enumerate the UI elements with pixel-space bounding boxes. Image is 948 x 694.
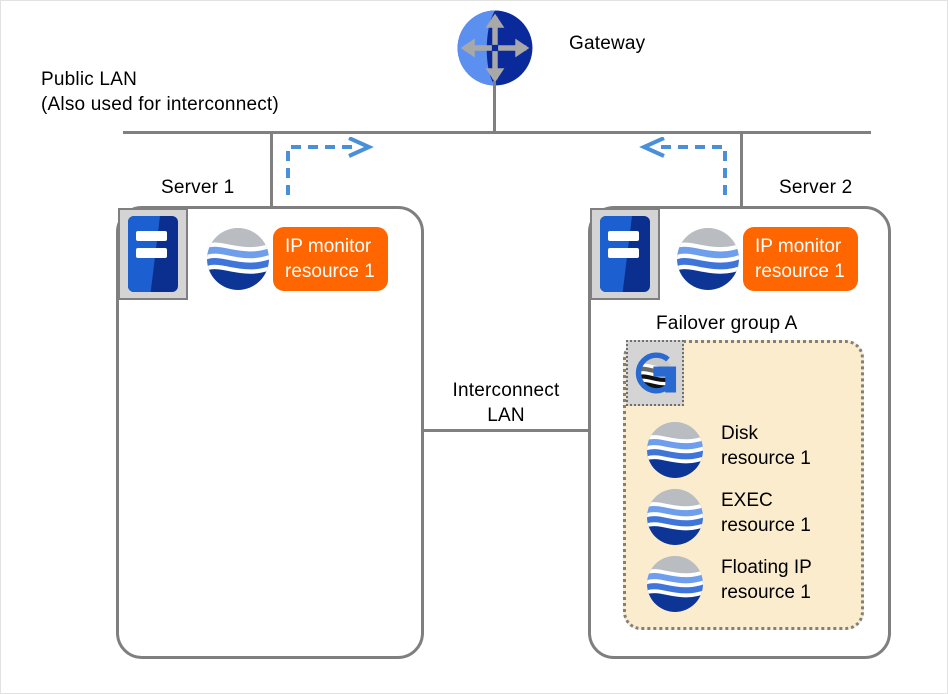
router-icon xyxy=(456,9,534,87)
interconnect-lan-label-line1: Interconnect xyxy=(452,380,560,401)
failover-resource-label-line2: resource 1 xyxy=(721,515,811,536)
server2-name-label: Server 2 xyxy=(779,177,853,198)
interconnect-lan-label-line2: LAN xyxy=(487,405,525,426)
failover-resource-label-line1: EXEC xyxy=(721,490,773,511)
failover-resource-label-line1: Disk xyxy=(721,423,758,444)
server1-ip-monitor-label-line2: resource 1 xyxy=(285,261,375,282)
server2-ip-monitor-label-line2: resource 1 xyxy=(755,261,845,282)
resource-sphere-icon xyxy=(647,422,703,478)
resource-sphere-icon xyxy=(647,489,703,545)
server-icon xyxy=(118,208,188,300)
server-icon xyxy=(590,208,660,300)
interconnect-lan-line xyxy=(423,429,591,432)
server2-ip-monitor-label-line1: IP monitor xyxy=(755,236,842,257)
public-lan-label-line1: Public LAN xyxy=(41,69,137,90)
failover-group-title: Failover group A xyxy=(656,313,798,334)
server2-bus-drop-line xyxy=(740,131,743,207)
server2-to-gateway-arrow xyxy=(635,137,730,199)
public-lan-bus xyxy=(123,131,871,134)
resource-sphere-icon xyxy=(207,228,269,290)
resource-sphere-icon xyxy=(647,556,703,612)
gateway-label: Gateway xyxy=(569,33,646,54)
server1-ip-monitor-badge: IP monitor resource 1 xyxy=(273,227,388,291)
server1-to-gateway-arrow xyxy=(283,137,378,199)
public-lan-label-line2: (Also used for interconnect) xyxy=(41,94,279,115)
failover-resource-label-line2: resource 1 xyxy=(721,582,811,603)
server1-name-label: Server 1 xyxy=(161,177,235,198)
group-g-logo-icon xyxy=(626,340,684,406)
server1-ip-monitor-label-line1: IP monitor xyxy=(285,236,372,257)
server2-ip-monitor-badge: IP monitor resource 1 xyxy=(743,227,858,291)
server1-bus-drop-line xyxy=(270,131,273,207)
resource-sphere-icon xyxy=(677,228,739,290)
failover-resource-label-line2: resource 1 xyxy=(721,448,811,469)
gateway-drop-line xyxy=(493,81,496,133)
failover-resource-label-line1: Floating IP xyxy=(721,557,812,578)
